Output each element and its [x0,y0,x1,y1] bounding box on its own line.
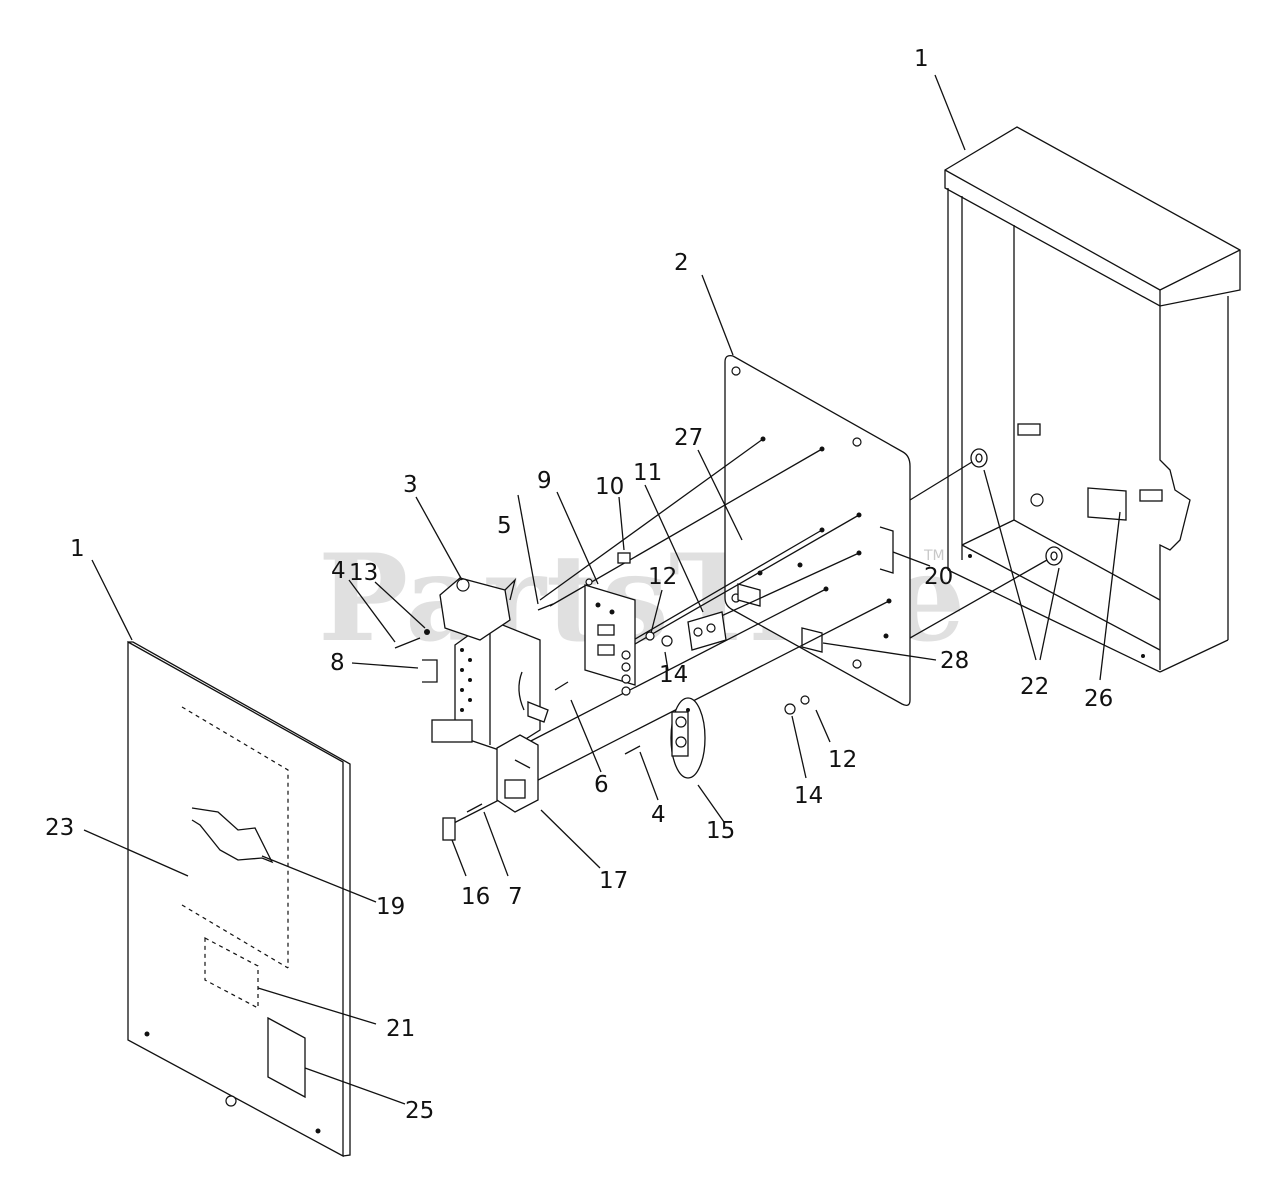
label-15: 15 [706,818,735,844]
assembly-lines [447,438,1048,827]
label-17: 17 [599,868,628,894]
label-23: 23 [45,815,74,841]
hardware [394,552,810,841]
bracket [496,734,539,813]
label-13: 13 [349,560,378,586]
label-14-mid: 14 [659,662,688,688]
label-27: 27 [674,425,703,451]
front-cover [127,640,351,1158]
label-11: 11 [633,460,662,486]
label-4-bottom: 4 [651,802,666,828]
label-19: 19 [376,894,405,920]
breaker-assembly [422,577,549,753]
callout-leaders [83,74,1121,1105]
label-16: 16 [461,884,490,910]
label-7: 7 [508,884,523,910]
enclosure-box [944,126,1241,673]
label-26: 26 [1084,686,1113,712]
terminal-block [687,611,727,651]
label-8: 8 [330,650,345,676]
label-6: 6 [594,772,609,798]
label-14-low: 14 [794,783,823,809]
label-28: 28 [940,648,969,674]
label-1-enclosure: 1 [914,46,929,72]
label-25: 25 [405,1098,434,1124]
label-1-cover: 1 [70,536,85,562]
receptacle [670,697,706,779]
label-4-top: 4 [331,558,346,584]
label-2-panel: 2 [674,250,689,276]
label-22: 22 [1020,674,1049,700]
label-3: 3 [403,472,418,498]
terminal-board [584,584,636,696]
label-12-mid: 12 [648,564,677,590]
label-21: 21 [386,1016,415,1042]
label-10: 10 [595,474,624,500]
label-12-low: 12 [828,747,857,773]
callout-labels: 1 2 27 3 9 10 11 5 1 4 13 12 20 8 14 28 … [45,46,1113,1124]
label-9: 9 [537,468,552,494]
watermark-trademark: TM [923,548,945,564]
label-20: 20 [924,564,953,590]
label-5: 5 [497,513,512,539]
